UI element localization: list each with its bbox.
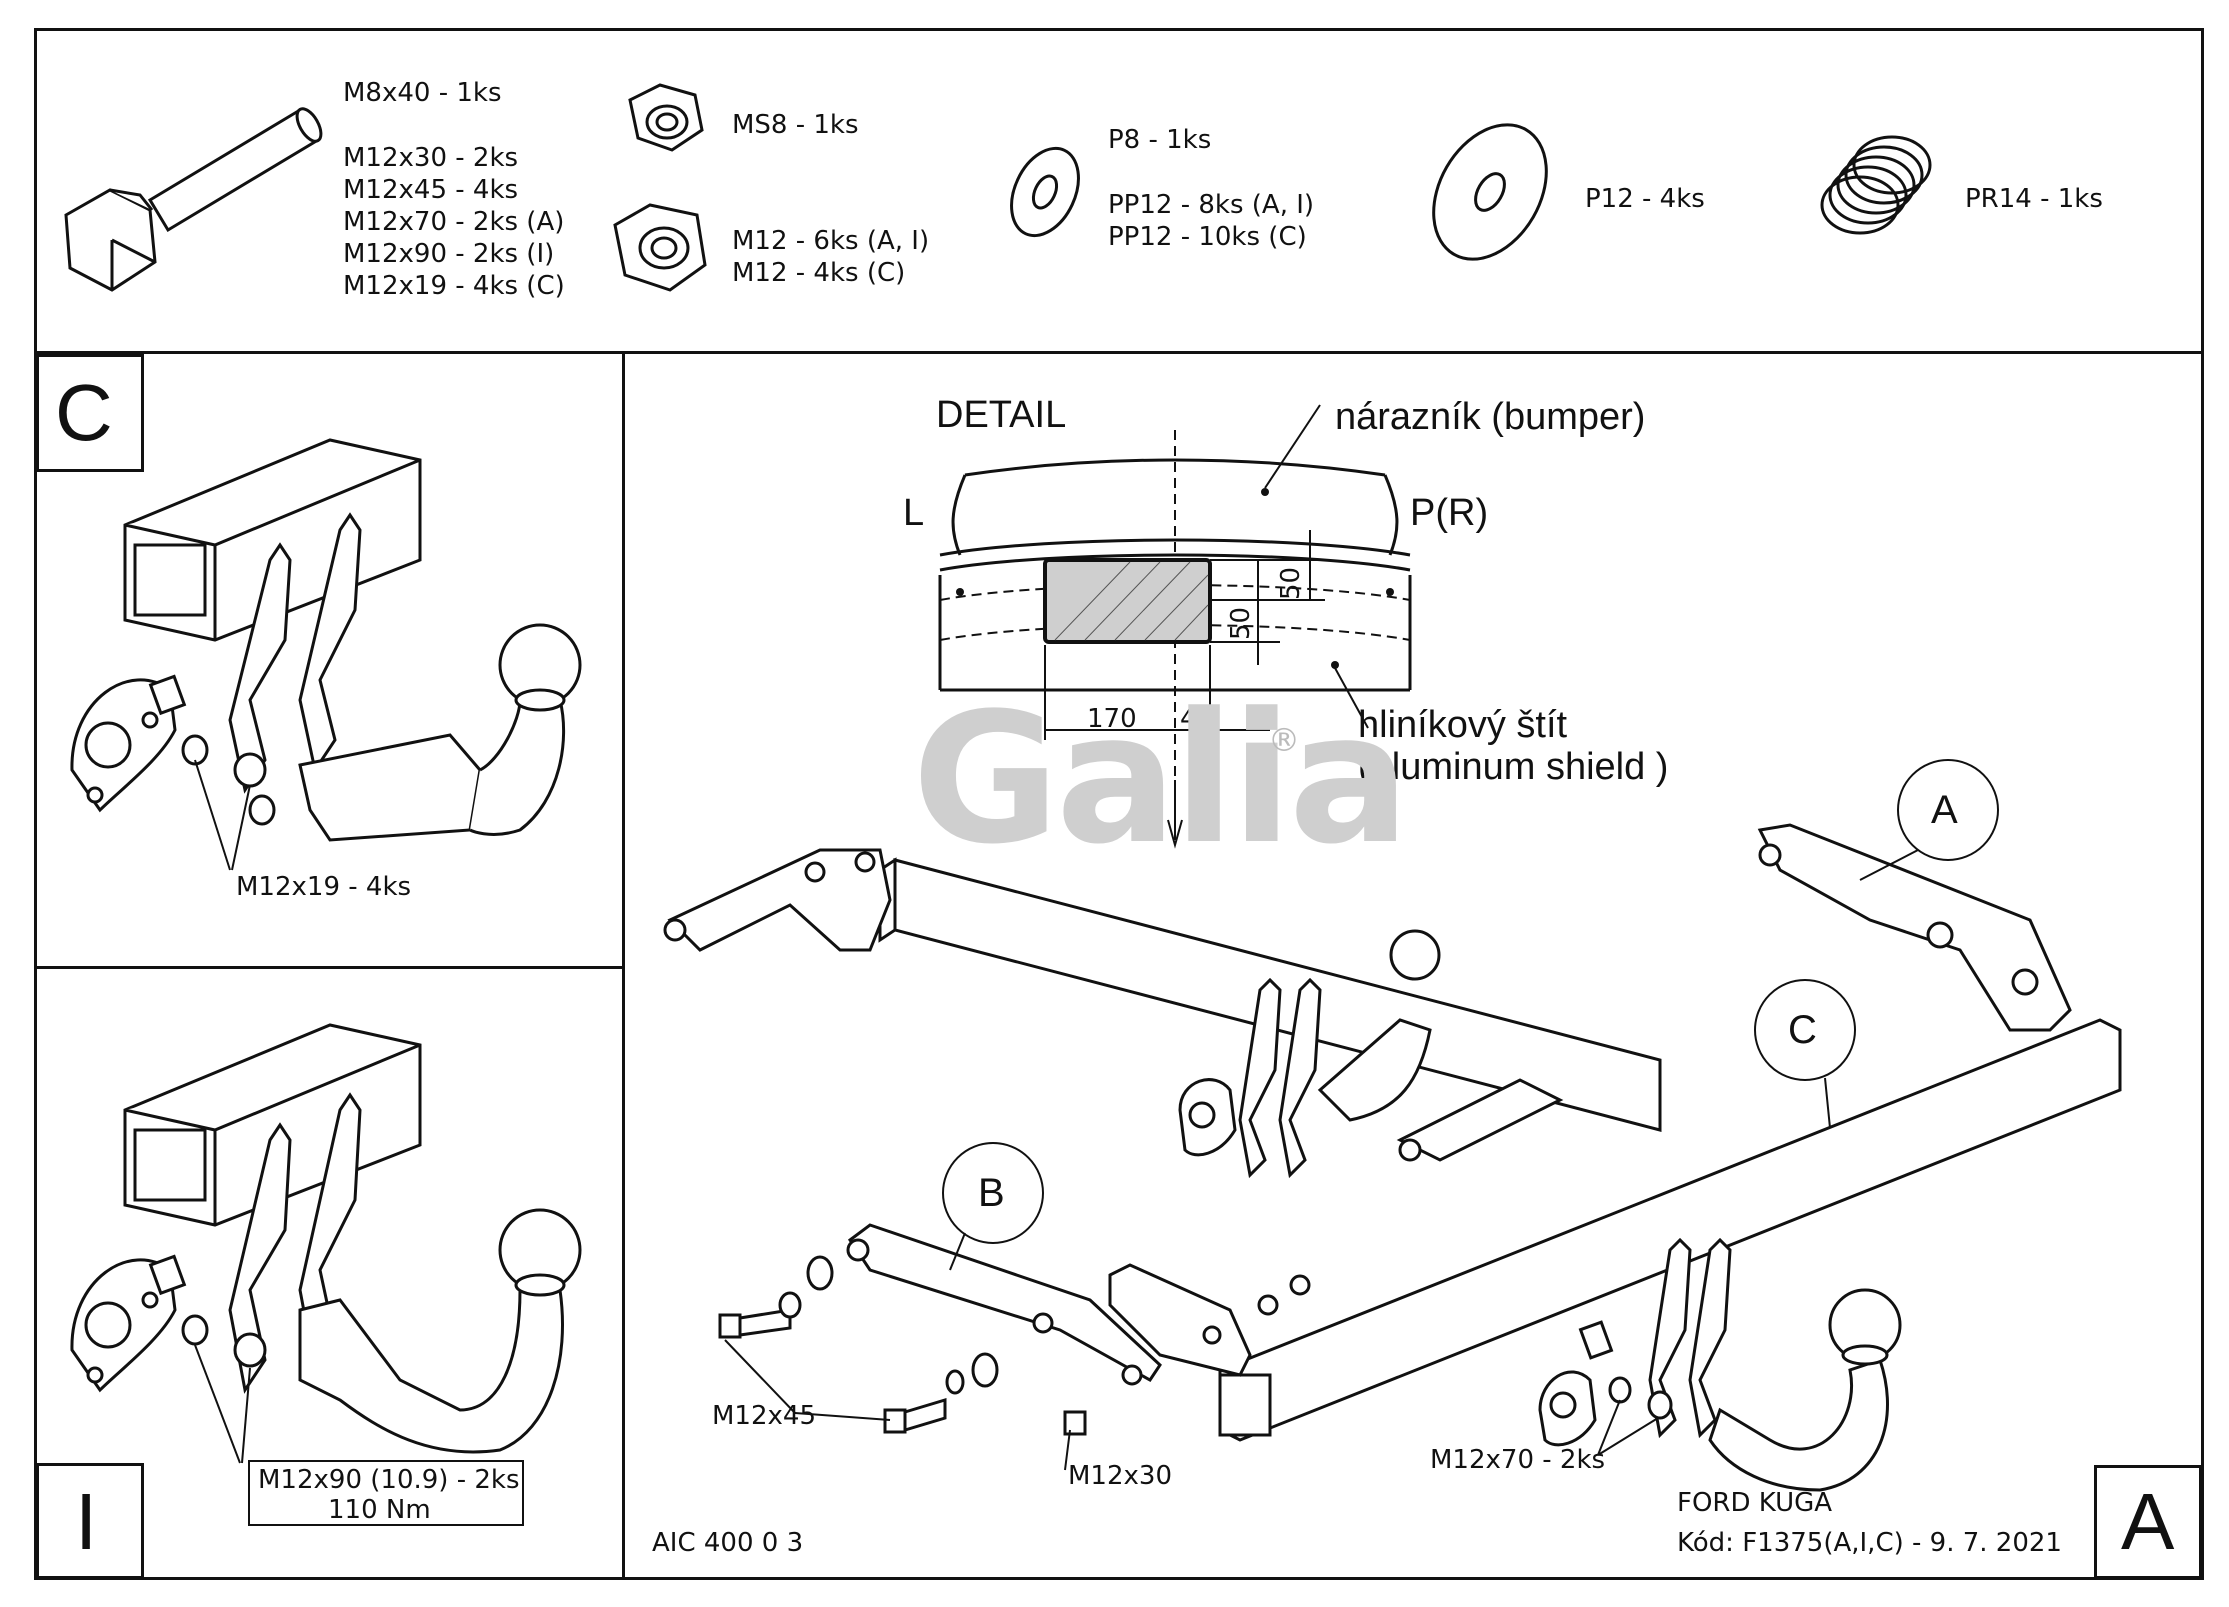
variant-letter-box: A (2094, 1465, 2202, 1579)
nut-m12-icon (613, 203, 707, 292)
spring-washer-icon (1820, 135, 1932, 235)
variant-letter: A (2121, 1477, 2175, 1566)
drawing-frame (34, 28, 2204, 1580)
bolt-label-1: M8x40 - 1ks (343, 78, 502, 108)
washer-small-label-1: P8 - 1ks (1108, 125, 1212, 155)
detail-bumper-label: nárazník (bumper) (1335, 396, 1646, 438)
detail-shield-label-2: (aluminum shield ) (1358, 746, 1669, 788)
detail-dim-40: 40 (1180, 704, 1214, 734)
panel-c-bolt-label: M12x19 - 4ks (236, 872, 412, 902)
panel-i-bolt-label-box: M12x90 (10.9) - 2ks 110 Nm (248, 1460, 524, 1526)
panel-i-bolt-label-line2: 110 Nm (328, 1495, 431, 1525)
panel-c-letter: C (55, 368, 113, 457)
bolt-label-4: M12x70 - 2ks (A) (343, 207, 565, 237)
nut-ms8-label: MS8 - 1ks (732, 110, 859, 140)
parts-drawings (64, 83, 1932, 292)
document-code: AIC 400 0 3 (652, 1528, 804, 1558)
detail-dim-170: 170 (1087, 704, 1137, 734)
detail-dim-50a: 50 (1276, 566, 1306, 600)
washer-small-label-2: PP12 - 8ks (A, I) (1108, 190, 1315, 220)
spring-label: PR14 - 1ks (1965, 184, 2103, 214)
washer-small-label-3: PP12 - 10ks (C) (1108, 222, 1307, 252)
detail-left-label: L (903, 492, 925, 534)
washer-large-label: P12 - 4ks (1585, 184, 1705, 214)
left-panel-divider (622, 351, 625, 1580)
nut-m12-label-1: M12 - 6ks (A, I) (732, 226, 930, 256)
registered-mark: ® (1268, 721, 1300, 759)
bolt-m12x70-label: M12x70 - 2ks (1430, 1445, 1606, 1475)
panel-c-letter-box: C (36, 354, 144, 472)
parts-divider (34, 351, 2204, 354)
detail-shield-label-1: hliníkový štít (1358, 704, 1568, 746)
bolt-m12x30-label: M12x30 (1068, 1461, 1172, 1491)
nut-ms8-icon (628, 83, 704, 152)
panel-i-letter: I (75, 1477, 98, 1566)
detail-right-label: P(R) (1410, 492, 1489, 534)
bolt-icon (64, 107, 323, 292)
bolt-label-2: M12x30 - 2ks (343, 143, 519, 173)
bolt-label-6: M12x19 - 4ks (C) (343, 271, 565, 301)
bolt-label-5: M12x90 - 2ks (I) (343, 239, 555, 269)
callout-a-label: A (1931, 788, 1958, 832)
nut-m12-label-2: M12 - 4ks (C) (732, 258, 906, 288)
bolt-m12x45-label: M12x45 (712, 1401, 816, 1431)
product-code: Kód: F1375(A,I,C) - 9. 7. 2021 (1677, 1528, 2062, 1558)
galia-watermark-logo: Galia (912, 675, 1410, 884)
panel-i-letter-box: I (36, 1463, 144, 1579)
callout-c-label: C (1788, 1008, 1817, 1052)
bolt-label-3: M12x45 - 4ks (343, 175, 519, 205)
detail-dim-50b: 50 (1226, 606, 1256, 640)
vehicle-name: FORD KUGA (1677, 1488, 1833, 1518)
detail-title: DETAIL (936, 394, 1067, 436)
washer-large-icon (1432, 123, 1548, 261)
washer-small-icon (1010, 146, 1080, 238)
panel-i-bolt-label-line1: M12x90 (10.9) - 2ks (258, 1465, 520, 1495)
callout-b-label: B (978, 1171, 1005, 1215)
left-panels-divider (34, 966, 624, 969)
